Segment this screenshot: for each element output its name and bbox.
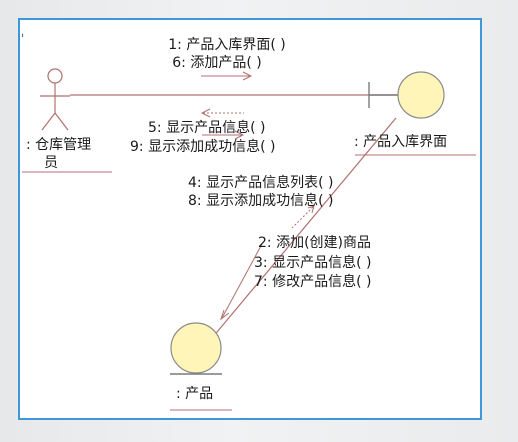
arrow-diag-dashed: [291, 205, 315, 229]
corner-mark: ˈ: [21, 32, 24, 46]
arrow-left-solid: [202, 130, 245, 140]
actor-label-wrap: 员: [44, 155, 58, 171]
arrow-diag-solid: [220, 243, 263, 321]
message-mid-8: 8: 显示添加成功信息( ): [188, 193, 334, 209]
message-left-9: 9: 显示添加成功信息( ): [130, 139, 276, 155]
message-low-3: 3: 显示产品信息( ): [254, 255, 372, 271]
actor-label: : 仓库管理: [26, 137, 92, 153]
arrow-top-right: [201, 71, 253, 81]
message-mid-4: 4: 显示产品信息列表( ): [188, 175, 334, 191]
arrow-left-dashed: [200, 108, 244, 118]
boundary-object-icon: [368, 71, 445, 119]
message-top-6: 6: 添加产品( ): [172, 55, 262, 71]
entity-label: : 产品: [176, 386, 214, 402]
actor-icon: [40, 68, 70, 131]
message-top-1: 1: 产品入库界面( ): [168, 37, 286, 53]
message-low-7: 7: 修改产品信息( ): [254, 274, 372, 290]
message-left-5: 5: 显示产品信息( ): [148, 120, 266, 136]
message-low-2: 2: 添加(创建)商品: [258, 235, 371, 251]
entity-object-icon: [170, 322, 222, 375]
boundary-label: : 产品入库界面: [354, 134, 448, 150]
